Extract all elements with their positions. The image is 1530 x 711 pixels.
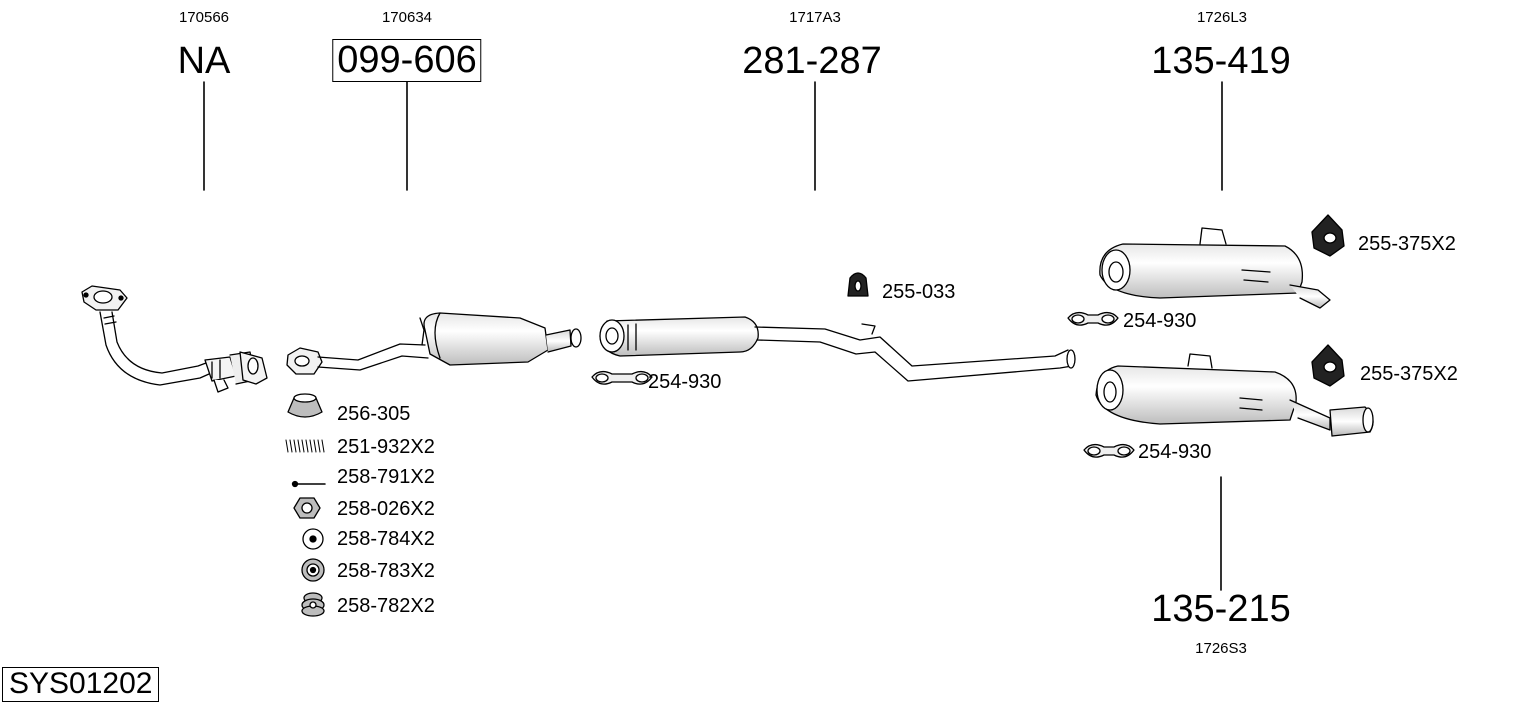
bolt-icon [291, 480, 326, 488]
stacked-washer-icon [301, 592, 325, 617]
accessory-label-clamp-mid[interactable]: 254-930 [648, 371, 722, 393]
hanger-icon-top [1311, 214, 1345, 257]
accessory-label-bolt[interactable]: 258-791X2 [337, 466, 435, 488]
rubber-mount-icon [847, 272, 869, 297]
accessory-label-hanger-bottom[interactable]: 255-375X2 [1360, 363, 1458, 385]
oe-number-front-pipe: 170566 [178, 9, 230, 26]
accessory-label-spring-washer[interactable]: 258-783X2 [337, 560, 435, 582]
hanger-icon-bottom [1311, 344, 1345, 387]
system-id-label: SYS01202 [2, 667, 160, 702]
clamp-icon-mid [591, 370, 653, 385]
part-number-rear-silencer-top[interactable]: 135-419 [1151, 40, 1291, 82]
clamp-icon-top [1067, 311, 1119, 326]
accessory-label-washer[interactable]: 258-784X2 [337, 528, 435, 550]
leader-lines [203, 81, 1223, 591]
part-number-rear-silencer-bottom[interactable]: 135-215 [1151, 588, 1291, 630]
part-number-front-pipe[interactable]: NA [177, 40, 231, 82]
rear-silencer-top-drawing [1099, 227, 1331, 309]
accessory-label-hanger-top[interactable]: 255-375X2 [1358, 233, 1456, 255]
nut-icon [293, 497, 321, 519]
oe-number-middle-silencer: 1717A3 [789, 9, 841, 26]
accessory-label-gasket[interactable]: 256-305 [337, 403, 411, 425]
spring-icon [285, 439, 325, 453]
washer-icon [302, 528, 324, 550]
gasket-icon [287, 393, 323, 418]
clamp-icon-bottom [1083, 443, 1135, 458]
part-number-middle-silencer[interactable]: 281-287 [742, 40, 882, 82]
oe-number-rear-silencer-top: 1726L3 [1196, 9, 1248, 26]
middle-silencer-drawing [599, 316, 1076, 382]
accessory-label-stacked-washer[interactable]: 258-782X2 [337, 595, 435, 617]
front-pipe-drawing [81, 285, 268, 393]
accessory-label-nut[interactable]: 258-026X2 [337, 498, 435, 520]
accessory-label-rubber-mount[interactable]: 255-033 [882, 281, 956, 303]
oe-number-rear-silencer-bottom: 1726S3 [1195, 640, 1247, 657]
accessory-label-spring[interactable]: 251-932X2 [337, 436, 435, 458]
rear-silencer-bottom-drawing [1095, 353, 1374, 437]
accessory-label-clamp-top[interactable]: 254-930 [1123, 310, 1197, 332]
oe-number-catalyst: 170634 [381, 9, 433, 26]
catalytic-converter-drawing [286, 312, 582, 375]
spring-washer-icon [301, 558, 325, 582]
accessory-label-clamp-bottom[interactable]: 254-930 [1138, 441, 1212, 463]
part-number-catalyst[interactable]: 099-606 [332, 39, 482, 82]
